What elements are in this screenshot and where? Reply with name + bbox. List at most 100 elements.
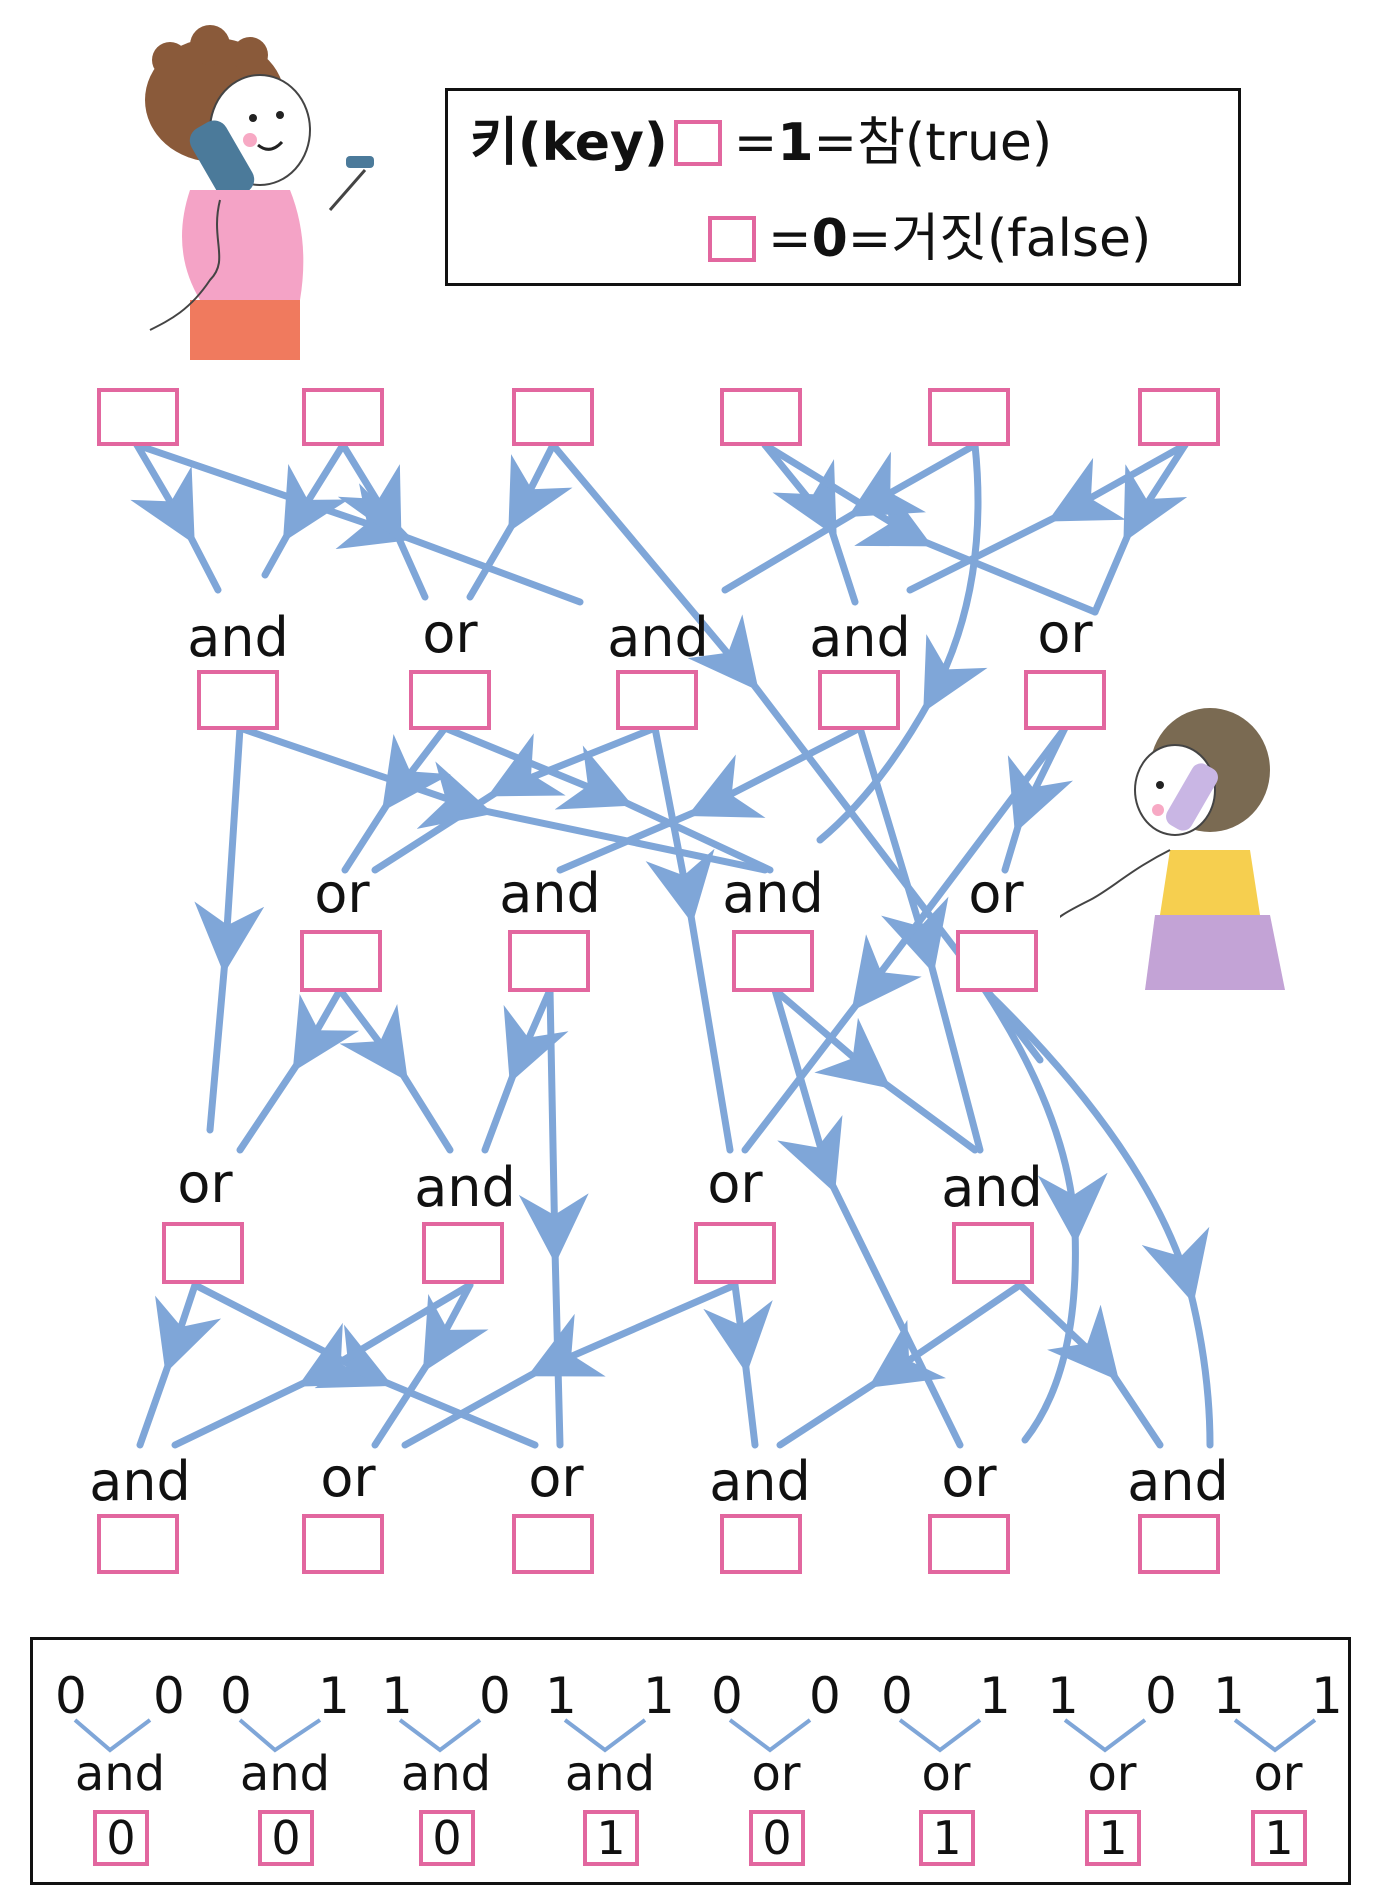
gate-label: and bbox=[809, 606, 911, 669]
arrow bbox=[466, 441, 573, 601]
legend-sample-box bbox=[708, 216, 756, 262]
arrow bbox=[130, 441, 222, 594]
arrow bbox=[401, 1281, 739, 1449]
output-box[interactable] bbox=[1138, 1514, 1220, 1574]
arrow bbox=[703, 1281, 773, 1449]
truth-input-b: 0 bbox=[479, 1667, 511, 1725]
arrow bbox=[371, 724, 659, 874]
legend-false-row: =0=거짓(false) bbox=[702, 209, 1151, 269]
input-key-box[interactable] bbox=[1138, 388, 1220, 446]
arrow bbox=[336, 986, 454, 1154]
arrow bbox=[776, 1281, 1024, 1449]
gate-result-box[interactable] bbox=[162, 1222, 244, 1284]
gate-label: or bbox=[707, 1152, 763, 1215]
output-box[interactable] bbox=[720, 1514, 802, 1574]
truth-input-b: 0 bbox=[809, 1667, 841, 1725]
truth-operator: or bbox=[751, 1746, 801, 1802]
output-box[interactable] bbox=[512, 1514, 594, 1574]
gate-label: or bbox=[177, 1152, 233, 1215]
arrow bbox=[341, 724, 451, 874]
gate-label: and bbox=[607, 606, 709, 669]
gate-label: or bbox=[422, 602, 478, 665]
truth-input-a: 1 bbox=[1213, 1667, 1245, 1725]
gate-label: or bbox=[1037, 602, 1093, 665]
gate-result-box[interactable] bbox=[616, 670, 698, 730]
gate-result-box[interactable] bbox=[1024, 670, 1106, 730]
arrow bbox=[191, 1281, 539, 1449]
truth-result: 1 bbox=[919, 1810, 975, 1866]
truth-input-a: 0 bbox=[220, 1667, 252, 1725]
truth-result: 0 bbox=[258, 1810, 314, 1866]
equals-sign: = bbox=[733, 113, 778, 173]
truth-table-lines bbox=[73, 1718, 1317, 1753]
arrow bbox=[481, 986, 569, 1154]
truth-operator: and bbox=[239, 1746, 331, 1802]
gate-label: or bbox=[941, 1446, 997, 1509]
output-box[interactable] bbox=[928, 1514, 1010, 1574]
arrow bbox=[771, 986, 979, 1154]
gate-result-box[interactable] bbox=[197, 670, 279, 730]
truth-input-b: 1 bbox=[643, 1667, 675, 1725]
truth-table-item: 1 0 and 0 bbox=[371, 1640, 521, 1888]
arrow bbox=[518, 986, 589, 1449]
input-key-box[interactable] bbox=[302, 388, 384, 446]
arrow bbox=[556, 724, 864, 874]
truth-table-box: 0 0 and 0 0 1 and 0 1 0 and 0 1 1 and 1 … bbox=[30, 1637, 1351, 1885]
gate-result-box[interactable] bbox=[422, 1222, 504, 1284]
gate-label: and bbox=[499, 862, 601, 925]
arrow bbox=[171, 1281, 474, 1449]
input-key-box[interactable] bbox=[512, 388, 594, 446]
gate-result-box[interactable] bbox=[818, 670, 900, 730]
truth-input-a: 0 bbox=[881, 1667, 913, 1725]
truth-input-a: 0 bbox=[55, 1667, 87, 1725]
gate-label: and bbox=[414, 1156, 516, 1219]
arrow bbox=[856, 724, 984, 1154]
gate-label: or bbox=[314, 862, 370, 925]
arrow bbox=[761, 441, 1099, 616]
output-box[interactable] bbox=[97, 1514, 179, 1574]
gate-result-box[interactable] bbox=[300, 930, 382, 992]
legend-true-value: 1 bbox=[777, 113, 814, 173]
truth-table-item: 0 1 or 1 bbox=[871, 1640, 1021, 1888]
output-box[interactable] bbox=[302, 1514, 384, 1574]
gate-label: or bbox=[968, 862, 1024, 925]
gate-label: or bbox=[528, 1446, 584, 1509]
equals-sign: = bbox=[847, 209, 892, 269]
truth-input-b: 1 bbox=[979, 1667, 1011, 1725]
gate-result-box[interactable] bbox=[952, 1222, 1034, 1284]
truth-input-a: 1 bbox=[545, 1667, 577, 1725]
gate-label: and bbox=[89, 1450, 191, 1513]
legend-false-word: 거짓(false) bbox=[891, 209, 1152, 269]
truth-input-a: 0 bbox=[711, 1667, 743, 1725]
gate-label: or bbox=[320, 1446, 376, 1509]
gate-result-box[interactable] bbox=[956, 930, 1038, 992]
input-key-box[interactable] bbox=[928, 388, 1010, 446]
arrow bbox=[194, 724, 265, 1134]
input-key-box[interactable] bbox=[720, 388, 802, 446]
gate-label: and bbox=[941, 1156, 1043, 1219]
gate-result-box[interactable] bbox=[409, 670, 491, 730]
truth-operator: or bbox=[1087, 1746, 1137, 1802]
truth-table-item: 1 1 or 1 bbox=[1203, 1640, 1353, 1888]
truth-result: 1 bbox=[1085, 1810, 1141, 1866]
truth-operator: and bbox=[400, 1746, 492, 1802]
input-key-box[interactable] bbox=[97, 388, 179, 446]
truth-input-b: 0 bbox=[1145, 1667, 1177, 1725]
truth-operator: or bbox=[921, 1746, 971, 1802]
truth-operator: and bbox=[564, 1746, 656, 1802]
truth-result: 1 bbox=[1251, 1810, 1307, 1866]
truth-table-item: 0 0 or 0 bbox=[701, 1640, 851, 1888]
gate-label: and bbox=[1127, 1450, 1229, 1513]
legend-sample-box bbox=[673, 120, 722, 166]
arrow bbox=[645, 724, 734, 1154]
arrow bbox=[981, 986, 1214, 1449]
gate-result-box[interactable] bbox=[732, 930, 814, 992]
truth-result: 0 bbox=[749, 1810, 805, 1866]
legend-box: 키(key)=1=참(true) =0=거짓(false) bbox=[445, 88, 1241, 286]
gate-result-box[interactable] bbox=[694, 1222, 776, 1284]
gate-result-box[interactable] bbox=[508, 930, 590, 992]
arrow bbox=[1091, 441, 1189, 616]
truth-result: 1 bbox=[583, 1810, 639, 1866]
